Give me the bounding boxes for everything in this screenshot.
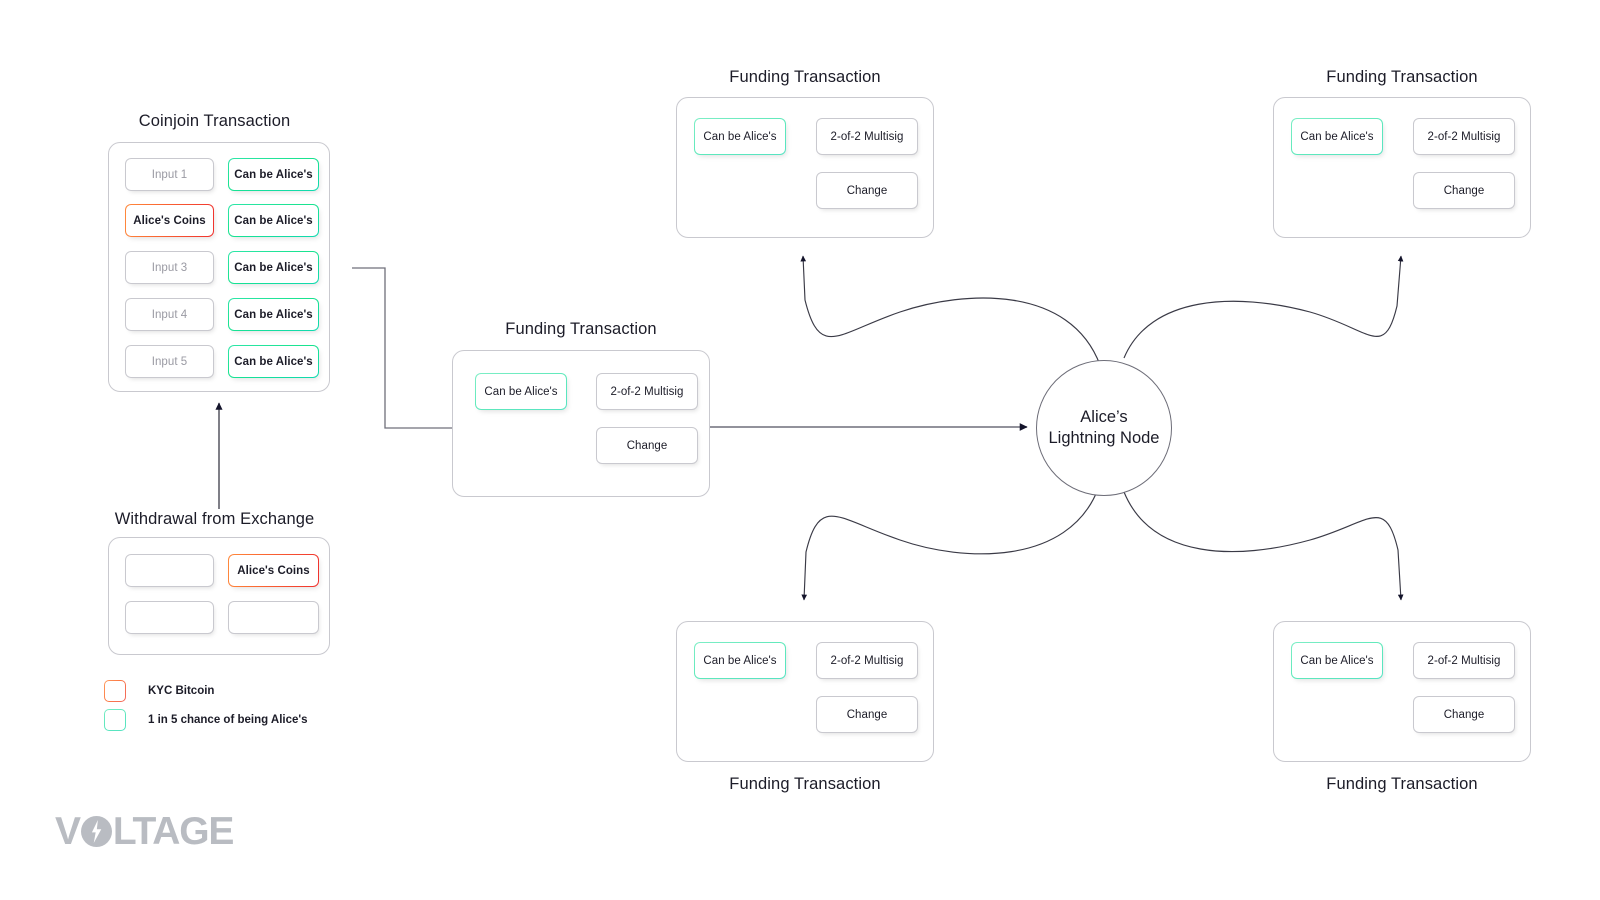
coinjoin-input-3[interactable]: Input 3 <box>125 251 214 284</box>
funding-top-right-output-multisig[interactable]: 2-of-2 Multisig <box>1413 118 1515 155</box>
funding-top-left-panel: Can be Alice's 2-of-2 Multisig Change <box>676 97 934 238</box>
funding-bottom-left-output-change[interactable]: Change <box>816 696 918 733</box>
funding-top-right-panel: Can be Alice's 2-of-2 Multisig Change <box>1273 97 1531 238</box>
funding-center-input[interactable]: Can be Alice's <box>475 373 567 410</box>
coinjoin-input-5[interactable]: Input 5 <box>125 345 214 378</box>
funding-top-right-input[interactable]: Can be Alice's <box>1291 118 1383 155</box>
coinjoin-input-1[interactable]: Input 1 <box>125 158 214 191</box>
withdrawal-cell-2-alices-coins[interactable]: Alice's Coins <box>228 554 319 587</box>
legend-label-kyc: KYC Bitcoin <box>148 684 215 697</box>
legend: KYC Bitcoin 1 in 5 chance of being Alice… <box>104 676 308 734</box>
coinjoin-output-2[interactable]: Can be Alice's <box>228 204 319 237</box>
funding-top-left-title: Funding Transaction <box>729 68 881 86</box>
coinjoin-input-4[interactable]: Input 4 <box>125 298 214 331</box>
funding-center-output-multisig[interactable]: 2-of-2 Multisig <box>596 373 698 410</box>
legend-item-chance: 1 in 5 chance of being Alice's <box>104 705 308 734</box>
funding-bottom-left-panel: Can be Alice's 2-of-2 Multisig Change <box>676 621 934 762</box>
brand-name-before: V <box>55 810 81 853</box>
funding-top-right-title: Funding Transaction <box>1326 68 1478 86</box>
coinjoin-panel: Input 1 Alice's Coins Input 3 Input 4 In… <box>108 142 330 392</box>
legend-swatch-kyc-icon <box>104 680 126 702</box>
voltage-lightning-logo-icon <box>80 816 112 847</box>
funding-bottom-right-input[interactable]: Can be Alice's <box>1291 642 1383 679</box>
coinjoin-title: Coinjoin Transaction <box>138 112 291 130</box>
arrow-node-to-funding-bottom-left <box>801 488 1099 601</box>
funding-center-output-change[interactable]: Change <box>596 427 698 464</box>
arrow-node-to-funding-top-left <box>800 255 1101 366</box>
withdrawal-cell-3[interactable] <box>125 601 214 634</box>
wire-coinjoin-to-funding-center <box>352 267 452 429</box>
funding-bottom-right-panel: Can be Alice's 2-of-2 Multisig Change <box>1273 621 1531 762</box>
funding-top-left-input[interactable]: Can be Alice's <box>694 118 786 155</box>
alices-lightning-node[interactable]: Alice’s Lightning Node <box>1036 360 1172 496</box>
legend-swatch-chance-icon <box>104 709 126 731</box>
withdrawal-cell-4[interactable] <box>228 601 319 634</box>
funding-bottom-right-title: Funding Transaction <box>1326 775 1478 793</box>
withdrawal-cell-1[interactable] <box>125 554 214 587</box>
funding-center-panel: Can be Alice's 2-of-2 Multisig Change <box>452 350 710 497</box>
funding-bottom-left-output-multisig[interactable]: 2-of-2 Multisig <box>816 642 918 679</box>
funding-bottom-right-output-multisig[interactable]: 2-of-2 Multisig <box>1413 642 1515 679</box>
legend-label-chance: 1 in 5 chance of being Alice's <box>148 713 308 726</box>
coinjoin-output-5[interactable]: Can be Alice's <box>228 345 319 378</box>
coinjoin-output-1[interactable]: Can be Alice's <box>228 158 319 191</box>
funding-top-left-output-multisig[interactable]: 2-of-2 Multisig <box>816 118 918 155</box>
funding-bottom-left-title: Funding Transaction <box>729 775 881 793</box>
legend-item-kyc: KYC Bitcoin <box>104 676 308 705</box>
funding-top-right-output-change[interactable]: Change <box>1413 172 1515 209</box>
funding-bottom-right-output-change[interactable]: Change <box>1413 696 1515 733</box>
funding-bottom-left-input[interactable]: Can be Alice's <box>694 642 786 679</box>
arrow-node-to-funding-top-right <box>1123 255 1404 359</box>
funding-top-left-output-change[interactable]: Change <box>816 172 918 209</box>
withdrawal-panel: Alice's Coins <box>108 537 330 655</box>
coinjoin-input-2-alices-coins[interactable]: Alice's Coins <box>125 204 214 237</box>
voltage-logo: V LTAGE <box>55 810 235 853</box>
node-label-line2: Lightning Node <box>1048 429 1160 447</box>
funding-center-title: Funding Transaction <box>505 320 657 338</box>
withdrawal-title: Withdrawal from Exchange <box>114 510 315 528</box>
coinjoin-output-4[interactable]: Can be Alice's <box>228 298 319 331</box>
brand-name-after: LTAGE <box>112 810 235 853</box>
node-label-line1: Alice’s <box>1080 407 1128 426</box>
coinjoin-output-3[interactable]: Can be Alice's <box>228 251 319 284</box>
arrow-node-to-funding-bottom-right <box>1123 491 1404 601</box>
